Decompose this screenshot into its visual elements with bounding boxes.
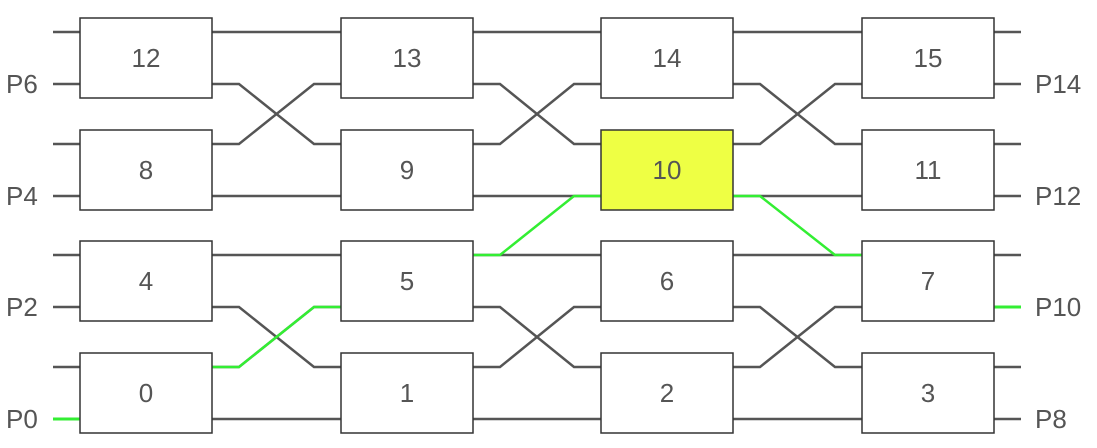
port-label-left: P4 [6, 181, 38, 211]
routed-path [53, 194, 1021, 421]
node-10: 10 [600, 129, 734, 211]
node-box [861, 352, 995, 434]
port-label-left: P0 [6, 404, 38, 434]
node-12: 12 [79, 17, 213, 99]
node-label: 2 [660, 378, 674, 408]
node-box [340, 240, 474, 322]
node-box [861, 240, 995, 322]
node-15: 15 [861, 17, 995, 99]
wire-cross [212, 82, 341, 146]
node-7: 7 [861, 240, 995, 322]
node-box [340, 17, 474, 99]
node-label: 6 [660, 266, 674, 296]
route-segment [473, 194, 601, 257]
wires-layer [53, 30, 1021, 421]
node-label: 10 [653, 155, 682, 185]
node-label: 5 [400, 266, 414, 296]
node-label: 1 [400, 378, 414, 408]
node-label: 0 [139, 378, 153, 408]
node-box [600, 240, 734, 322]
node-13: 13 [340, 17, 474, 99]
port-label-left: P6 [6, 69, 38, 99]
node-label: 3 [921, 378, 935, 408]
node-5: 5 [340, 240, 474, 322]
port-label-right: P10 [1035, 292, 1081, 322]
port-label-right: P14 [1035, 69, 1081, 99]
node-label: 8 [139, 155, 153, 185]
port-label-left: P2 [6, 292, 38, 322]
node-14: 14 [600, 17, 734, 99]
node-8: 8 [79, 129, 213, 211]
node-1: 1 [340, 352, 474, 434]
node-label: 7 [921, 266, 935, 296]
node-box [340, 352, 474, 434]
node-box [861, 129, 995, 211]
node-box [600, 352, 734, 434]
node-box [600, 129, 734, 211]
node-0: 0 [79, 352, 213, 434]
node-3: 3 [861, 352, 995, 434]
node-box [79, 17, 213, 99]
node-label: 9 [400, 155, 414, 185]
wire-cross [733, 305, 862, 369]
node-label: 11 [915, 155, 942, 185]
node-box [79, 129, 213, 211]
route-segment [733, 194, 862, 257]
node-2: 2 [600, 352, 734, 434]
node-box [340, 129, 474, 211]
node-label: 14 [653, 43, 682, 73]
node-box [79, 352, 213, 434]
node-label: 13 [393, 43, 422, 73]
node-4: 4 [79, 240, 213, 322]
port-label-right: P12 [1035, 181, 1081, 211]
wire-cross [473, 82, 601, 146]
node-box [861, 17, 995, 99]
node-label: 12 [132, 43, 161, 73]
node-label: 15 [914, 43, 943, 73]
node-11: 11 [861, 129, 995, 211]
wire-cross [473, 305, 601, 369]
port-label-right: P8 [1035, 404, 1067, 434]
node-9: 9 [340, 129, 474, 211]
route-segment [212, 305, 341, 369]
node-box [600, 17, 734, 99]
node-6: 6 [600, 240, 734, 322]
node-box [79, 240, 213, 322]
wire-cross [733, 82, 862, 146]
node-label: 4 [139, 266, 153, 296]
